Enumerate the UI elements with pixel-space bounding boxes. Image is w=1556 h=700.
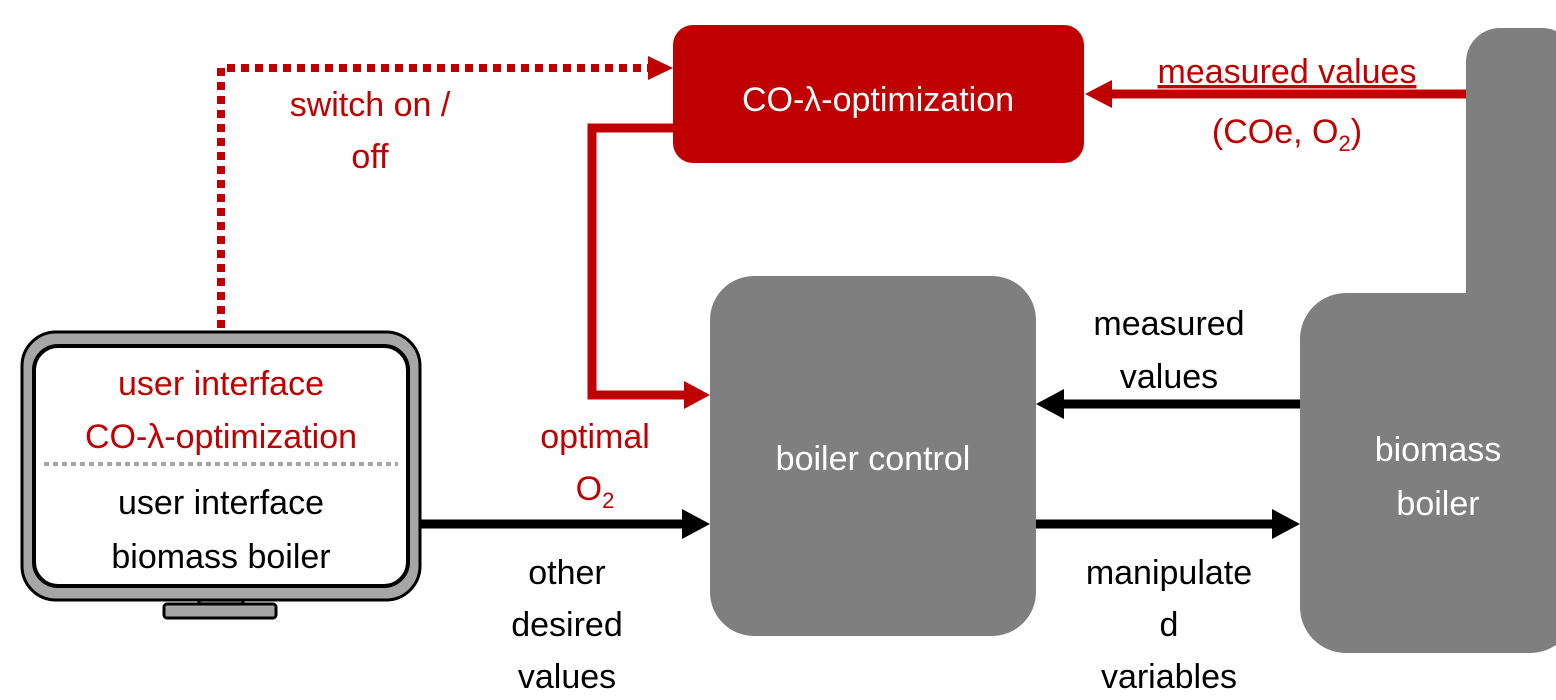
manipulated-variables-arrowhead xyxy=(1272,509,1300,539)
measured-values-arrowhead xyxy=(1036,389,1064,419)
co-lambda-optimization-node: CO-λ-optimization xyxy=(673,25,1084,163)
switch-label-line1: switch on / xyxy=(290,86,451,124)
monitor-screen xyxy=(32,344,410,588)
boiler-control-box xyxy=(710,276,1036,636)
manipulated-label-line3: variables xyxy=(1101,658,1237,695)
other-desired-arrowhead xyxy=(682,509,710,539)
co-lambda-optimization-label: CO-λ-optimization xyxy=(742,81,1014,119)
measured-co-o2-edge: measured values (COe, O2) xyxy=(1085,53,1466,156)
biomass-boiler-label-line1: biomass xyxy=(1375,431,1502,469)
co-ui-label-line1: user interface xyxy=(118,365,324,403)
optimal-label-line2: O2 xyxy=(576,470,615,513)
optimal-o2-line xyxy=(587,123,688,400)
other-desired-values-edge: other desired values xyxy=(420,509,710,696)
manipulated-label-line2: d xyxy=(1160,606,1179,644)
monitor-stand-base xyxy=(162,602,278,620)
boiler-control-label: boiler control xyxy=(776,440,971,478)
measured-co-arrowhead xyxy=(1085,80,1112,108)
optimal-o2-arrowhead xyxy=(684,381,710,409)
manipulated-variables-edge: manipulate d variables xyxy=(1036,509,1300,696)
boiler-ui-label-line1: user interface xyxy=(118,484,324,522)
co-ui-label-line2: CO-λ-optimization xyxy=(85,418,357,456)
boiler-body xyxy=(1300,293,1556,653)
switch-dotted-line xyxy=(217,64,656,328)
co-lambda-optimization-box xyxy=(673,25,1084,163)
measured-values-label-line1: measured xyxy=(1093,305,1244,343)
boiler-control-node: boiler control xyxy=(710,276,1036,636)
optimal-label-line1: optimal xyxy=(540,418,650,456)
measured-values-edge: measured values xyxy=(1036,305,1300,419)
optimal-o2-edge: optimal O2 xyxy=(540,123,710,513)
other-desired-label-line1: other xyxy=(528,554,606,592)
other-desired-label-line2: desired xyxy=(511,606,623,644)
switch-on-off-edge: switch on / off xyxy=(217,56,673,328)
measured-co-label-line1: measured values xyxy=(1158,53,1417,91)
monitor-icon: user interface CO-λ-optimization user in… xyxy=(20,330,422,620)
switch-arrowhead xyxy=(648,56,673,80)
biomass-boiler-node: biomass boiler xyxy=(1300,28,1556,653)
measured-values-label-line2: values xyxy=(1120,358,1218,396)
boiler-chimney xyxy=(1466,28,1556,328)
switch-label-line2: off xyxy=(351,138,389,176)
manipulated-label-line1: manipulate xyxy=(1086,554,1252,592)
boiler-ui-label-line2: biomass boiler xyxy=(111,538,330,576)
biomass-boiler-label-line2: boiler xyxy=(1396,485,1479,523)
other-desired-label-line3: values xyxy=(518,658,616,695)
measured-co-label-line2: (COe, O2) xyxy=(1212,113,1362,156)
